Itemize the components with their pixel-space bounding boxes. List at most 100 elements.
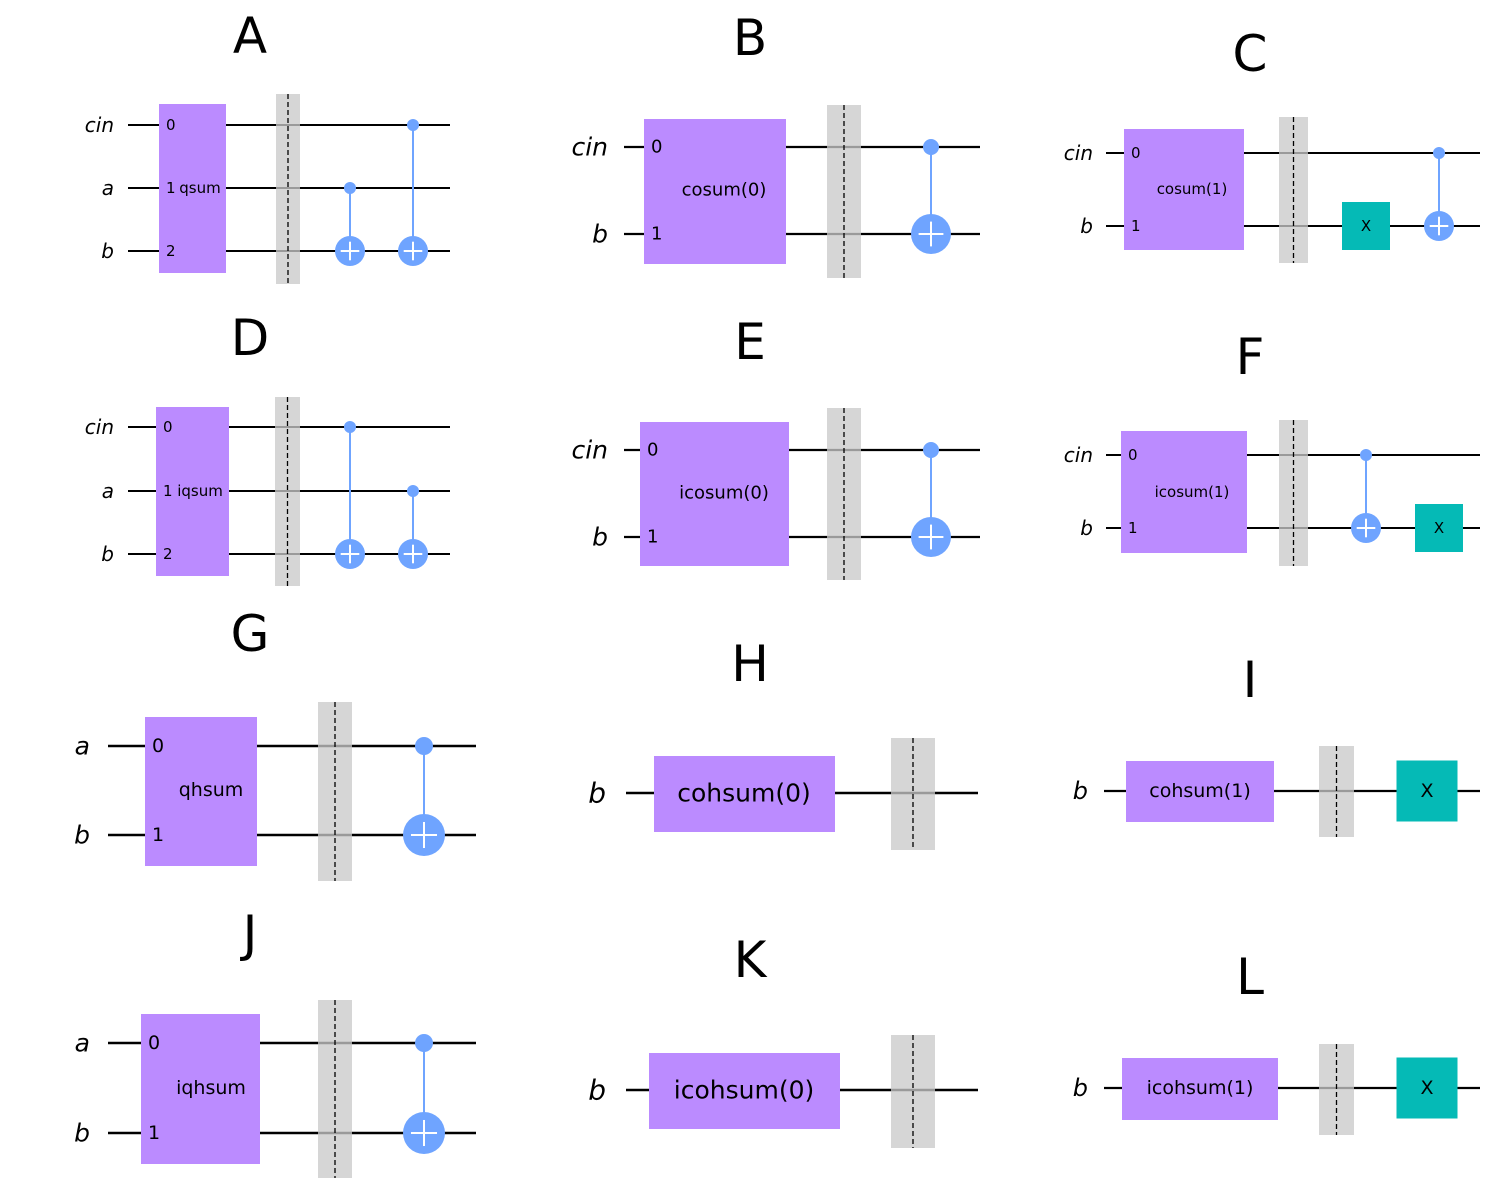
qubit-label-a: a	[102, 176, 114, 200]
gate-port-label: 1	[166, 179, 176, 197]
control-dot	[344, 421, 356, 433]
gate-port-label: 0	[1128, 446, 1138, 464]
circuit-panel-l: Lb icohsum(1) X	[1073, 948, 1480, 1135]
x-gate-box	[1396, 760, 1458, 822]
circuit-panel-g: Ga b qhsum 0 1	[74, 605, 476, 881]
composite-gate-label: qsum	[179, 179, 220, 197]
panel-letter: D	[231, 309, 270, 367]
cnot-gate	[398, 119, 428, 266]
qubit-label-b: b	[1073, 1074, 1088, 1102]
cnot-gate	[335, 182, 365, 266]
qubit-label-a: a	[75, 1029, 90, 1058]
x-gate-label: X	[1420, 1077, 1433, 1099]
gate-port-label: 2	[166, 242, 176, 260]
gate-port-label: 0	[1131, 144, 1141, 162]
composite-gate-label: cosum(1)	[1157, 180, 1228, 198]
x-gate-label: X	[1420, 780, 1433, 802]
gate-port-label: 1	[1131, 217, 1141, 235]
gate-port-label: 1	[651, 224, 662, 245]
gate-port-label: 1	[148, 1122, 160, 1144]
composite-gate-block	[1126, 761, 1274, 822]
gate-port-label: 0	[163, 418, 173, 436]
panel-letter: A	[233, 7, 267, 65]
composite-gate-block	[1121, 431, 1247, 553]
x-gate-label: X	[1361, 217, 1371, 235]
composite-gate-block	[156, 407, 229, 576]
gate-port-label: 1	[1128, 519, 1138, 537]
composite-gate-label: icosum(0)	[679, 483, 769, 504]
composite-gate-label: iqsum	[177, 482, 223, 500]
panel-letter: B	[733, 9, 767, 67]
qubit-label-b: b	[101, 542, 114, 566]
control-dot	[344, 182, 356, 194]
qubit-label-cin: cin	[1064, 141, 1093, 165]
qubit-label-b: b	[1073, 777, 1088, 805]
composite-gate-label: cosum(0)	[682, 180, 767, 201]
composite-gate-block	[640, 422, 789, 566]
qubit-label-b: b	[101, 239, 114, 263]
x-gate-box	[1415, 504, 1463, 552]
cnot-gate	[403, 1034, 445, 1154]
cnot-gate	[335, 421, 365, 569]
cnot-gate	[1424, 147, 1454, 241]
x-gate-box	[1342, 202, 1390, 250]
qubit-label-b: b	[588, 777, 606, 810]
qubit-label-cin: cin	[571, 133, 608, 162]
composite-gate-block	[159, 104, 226, 273]
qubit-label-cin: cin	[85, 415, 114, 439]
composite-gate-block	[141, 1014, 260, 1164]
composite-gate-label: icosum(1)	[1155, 483, 1230, 501]
panel-letter: L	[1236, 948, 1264, 1006]
gate-port-label: 0	[148, 1032, 160, 1054]
control-dot	[923, 139, 939, 155]
barrier-shade	[1319, 1044, 1354, 1135]
gate-port-label: 2	[163, 545, 173, 563]
composite-gate-block	[1124, 129, 1244, 250]
composite-gate-block	[649, 1053, 840, 1129]
x-gate: X	[1415, 504, 1463, 552]
gate-port-label: 1	[152, 824, 164, 846]
control-dot	[407, 485, 419, 497]
cnot-gate	[398, 485, 428, 569]
x-gate: X	[1396, 1057, 1458, 1119]
x-gate-label: X	[1434, 519, 1444, 537]
gate-port-label: 0	[152, 735, 164, 757]
panel-letter: F	[1236, 328, 1265, 386]
panel-letter: K	[734, 931, 768, 989]
x-gate: X	[1396, 760, 1458, 822]
panel-letter: J	[240, 905, 258, 963]
gate-port-label: 0	[651, 137, 662, 158]
composite-gate-block	[654, 756, 835, 832]
qubit-label-a: a	[75, 732, 90, 761]
qubit-label-b: b	[1080, 214, 1093, 238]
composite-gate-block	[145, 717, 257, 866]
qubit-label-b: b	[74, 1119, 90, 1148]
qubit-label-cin: cin	[85, 113, 114, 137]
gate-port-label: 1	[163, 482, 173, 500]
qubit-label-b: b	[1080, 516, 1093, 540]
control-dot	[1360, 449, 1372, 461]
composite-gate-block	[1122, 1058, 1278, 1120]
composite-gate-label: cohsum(1)	[1149, 780, 1250, 802]
control-dot	[923, 442, 939, 458]
cnot-gate	[911, 442, 951, 557]
qubit-label-b: b	[74, 821, 90, 850]
control-dot	[415, 1034, 433, 1052]
panel-letter: G	[231, 605, 270, 663]
cnot-gate	[403, 737, 445, 856]
composite-gate-label: cohsum(0)	[677, 779, 811, 808]
composite-gate-label: qhsum	[179, 779, 244, 801]
cnot-gate	[1351, 449, 1381, 543]
qubit-label-cin: cin	[1064, 443, 1093, 467]
panel-letter: C	[1233, 25, 1268, 83]
composite-gate-label: icohsum(1)	[1147, 1077, 1254, 1099]
